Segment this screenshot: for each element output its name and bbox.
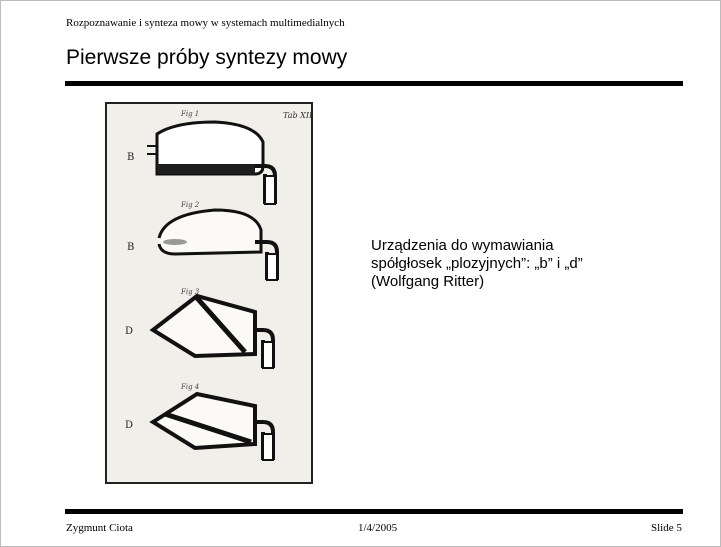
- historical-plate-illustration: Tab XII Fig 1 B Fig 2 B Fig 3 D: [105, 102, 313, 484]
- presentation-subtitle: Rozpoznawanie i synteza mowy w systemach…: [66, 17, 345, 29]
- figure-1: Fig 1 B: [127, 110, 277, 205]
- slide-title: Pierwsze próby syntezy mowy: [66, 46, 348, 69]
- fig-letter: D: [125, 326, 133, 337]
- title-divider: [65, 81, 683, 86]
- footer-date: 1/4/2005: [358, 522, 398, 534]
- footer-divider: [65, 509, 683, 514]
- image-caption: Urządzenia do wymawiania spółgłosek „plo…: [371, 237, 691, 291]
- figure-3: Fig 3 D: [125, 288, 275, 369]
- figure-2: Fig 2 B: [127, 201, 279, 281]
- caption-line-3: (Wolfgang Ritter): [371, 273, 485, 290]
- caption-line-2: spółgłosek „plozyjnych”: „b” i „d”: [371, 255, 583, 272]
- fig-letter: D: [125, 420, 133, 431]
- fig-letter: B: [127, 242, 134, 253]
- plate-label: Tab XII: [283, 111, 313, 120]
- figure-4: Fig 4 D: [125, 383, 275, 461]
- caption-line-1: Urządzenia do wymawiania: [371, 237, 554, 254]
- slide-number: Slide 5: [651, 522, 682, 534]
- fig-label: Fig 3: [180, 288, 200, 296]
- footer-author: Zygmunt Ciota: [66, 522, 133, 534]
- fig-label: Fig 4: [180, 383, 199, 391]
- fig-label: Fig 2: [180, 201, 200, 209]
- fig-label: Fig 1: [180, 110, 199, 118]
- fig-letter: B: [127, 152, 134, 163]
